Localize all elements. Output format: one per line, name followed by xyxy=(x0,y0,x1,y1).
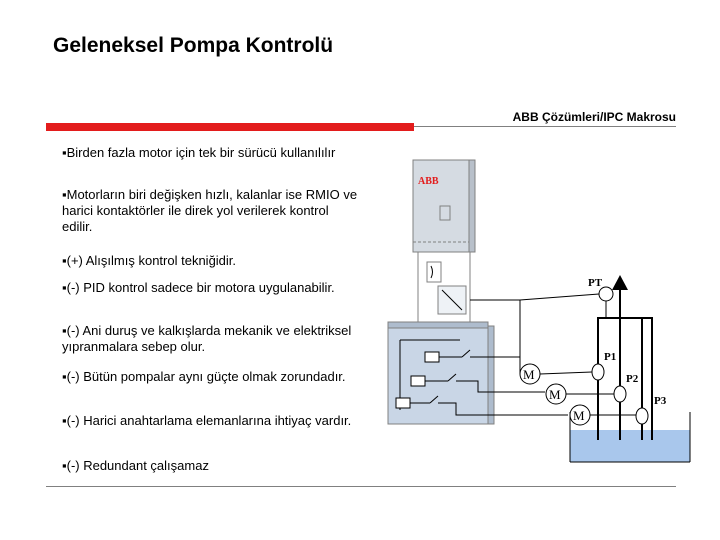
pump-p1 xyxy=(591,363,605,381)
pump-label: P2 xyxy=(626,373,639,385)
water-tank xyxy=(570,430,690,462)
bullet-item: ▪(-) Harici anahtarlama elemanlarına iht… xyxy=(62,413,352,428)
macro-label: ABB Çözümleri/IPC Makrosu xyxy=(512,110,676,124)
drive-logo: ABB xyxy=(418,176,439,187)
motor-label: M xyxy=(523,367,535,382)
bullet-item: ▪(+) Alışılmış kontrol tekniğidir. xyxy=(62,253,237,268)
bullet-item: ▪Birden fazla motor için tek bir sürücü … xyxy=(62,145,336,160)
motor-label: M xyxy=(549,387,561,402)
pump-p3 xyxy=(635,407,649,425)
pump-label: P3 xyxy=(654,395,667,407)
pump-p2 xyxy=(613,385,627,403)
bullet-item: ▪(-) Ani duruş ve kalkışlarda mekanik ve… xyxy=(62,323,352,354)
contactor-panel xyxy=(387,325,489,425)
accent-bar xyxy=(46,123,414,131)
footer-rule xyxy=(46,486,676,487)
bullet-item: ▪Motorların biri değişken hızlı, kalanla… xyxy=(62,187,358,234)
slide-title: Geleneksel Pompa Kontrolü xyxy=(53,34,334,57)
pump-label: P1 xyxy=(604,351,616,363)
bullet-item: ▪(-) Bütün pompalar aynı güçte olmak zor… xyxy=(62,369,346,384)
pump-control-diagram: ABB M M M P1 P2 P3 xyxy=(387,159,691,463)
bullet-item: ▪(-) Redundant çalışamaz xyxy=(62,458,209,473)
motor-label: M xyxy=(573,408,585,423)
pt-label: PT xyxy=(588,277,603,289)
header-rule xyxy=(414,126,676,127)
bullet-item: ▪(-) PID kontrol sadece bir motora uygul… xyxy=(62,280,335,295)
pressure-transmitter xyxy=(598,286,614,302)
